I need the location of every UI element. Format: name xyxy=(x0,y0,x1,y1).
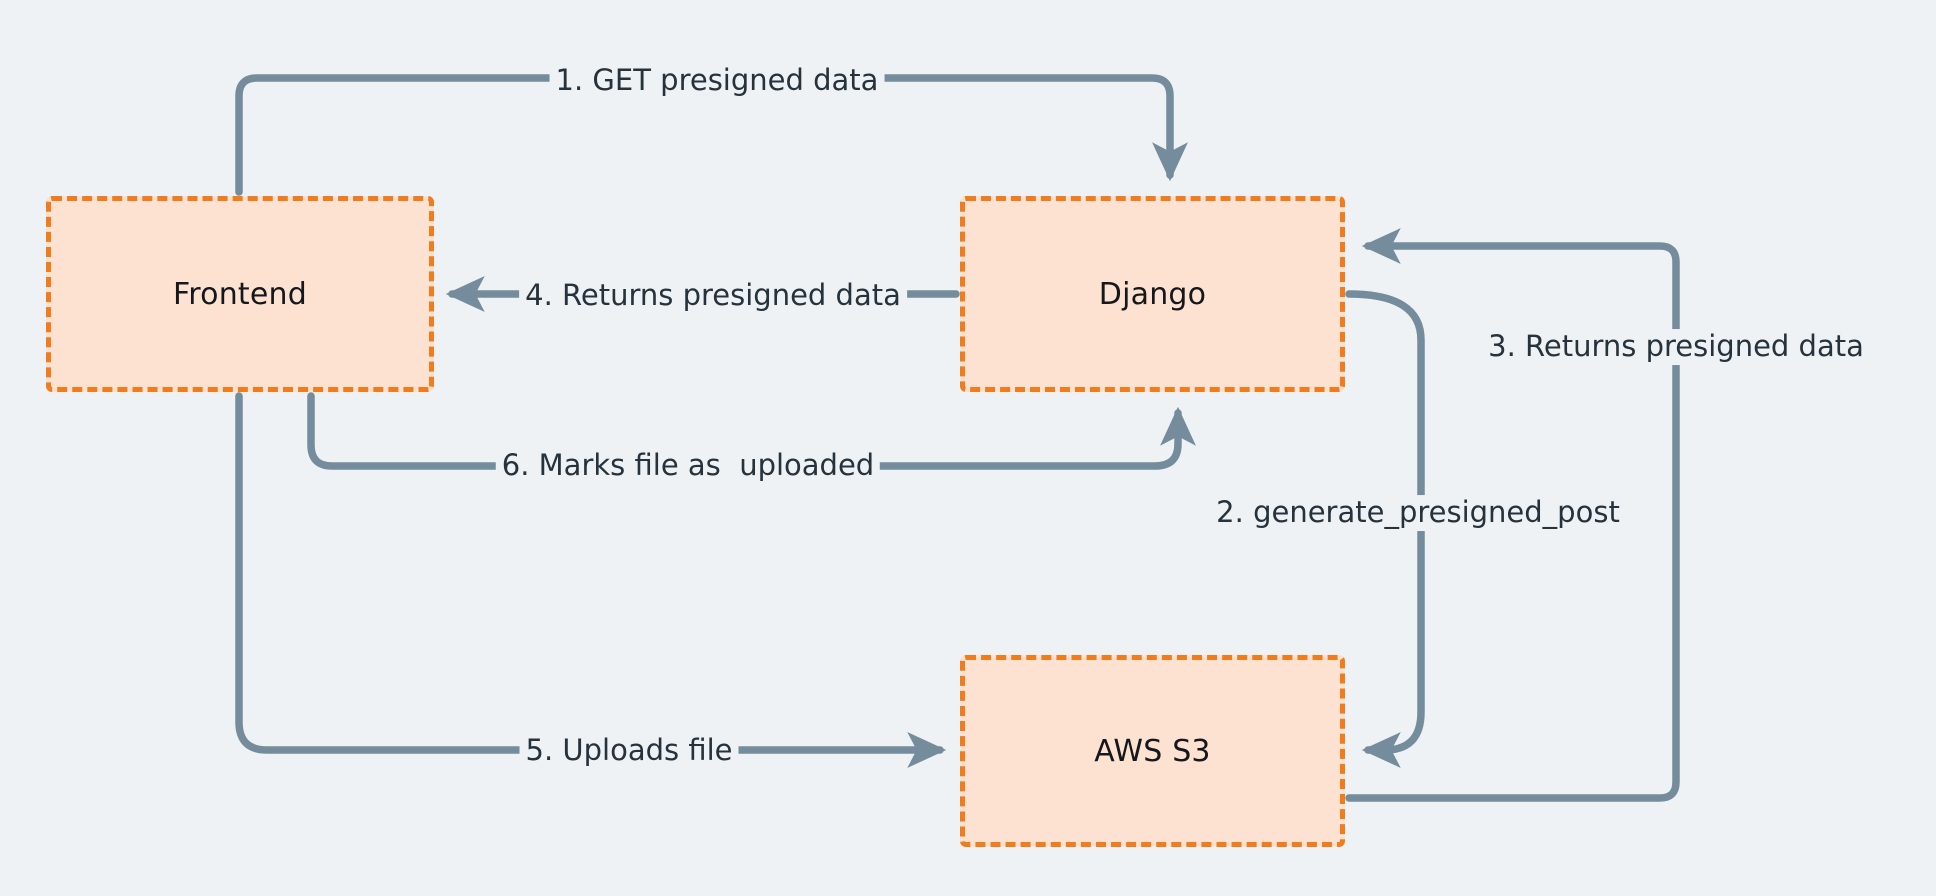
edge-path-3 xyxy=(1345,228,1680,802)
edge-path-5 xyxy=(235,392,947,768)
edge-label-5: 5. Uploads file xyxy=(519,733,739,769)
edge-label-1: 1. GET presigned data xyxy=(549,63,885,99)
edge-label-4: 4. Returns presigned data xyxy=(519,278,907,314)
node-django[interactable]: Django xyxy=(960,196,1345,392)
node-frontend-label: Frontend xyxy=(173,276,307,312)
node-frontend[interactable]: Frontend xyxy=(46,196,434,392)
edge-label-2: 2. generate_presigned_post xyxy=(1210,495,1626,531)
node-aws-s3[interactable]: AWS S3 xyxy=(960,655,1345,847)
edge-path-2 xyxy=(1345,290,1425,768)
node-aws-s3-label: AWS S3 xyxy=(1094,733,1211,769)
edge-label-6: 6. Marks file as uploaded xyxy=(495,448,881,484)
node-django-label: Django xyxy=(1098,276,1207,312)
edge-label-3: 3. Returns presigned data xyxy=(1482,329,1870,365)
